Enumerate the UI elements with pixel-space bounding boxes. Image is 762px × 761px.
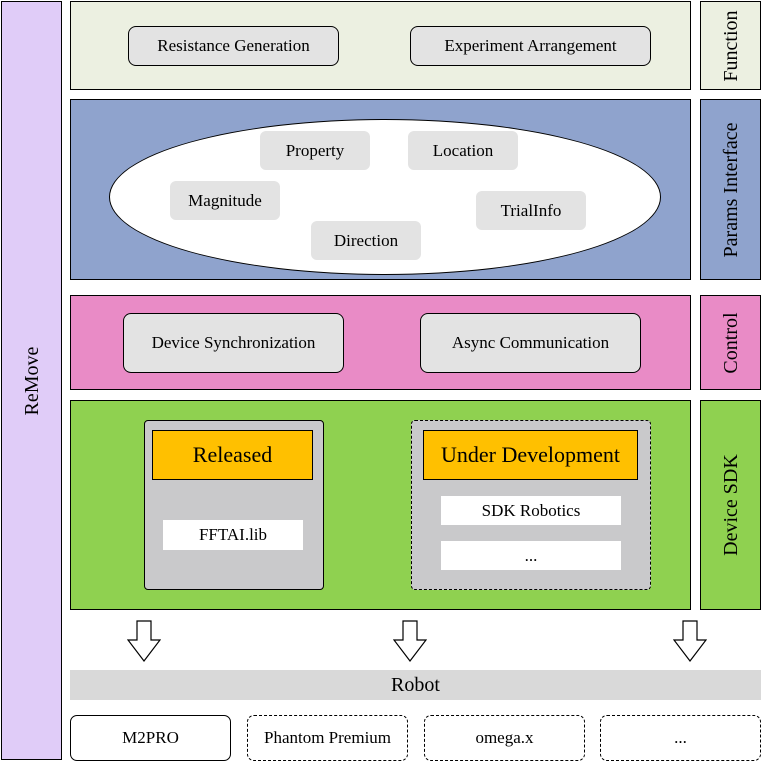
- lib-fftai: FFTAI.lib: [163, 520, 303, 550]
- function-label: Function: [719, 9, 742, 82]
- released-status: Released: [152, 430, 313, 480]
- param-location: Location: [408, 131, 518, 170]
- robot-phantom-premium: Phantom Premium: [247, 715, 408, 761]
- control-side-label: Control: [700, 295, 761, 390]
- robot-bar: Robot: [70, 670, 761, 700]
- lib-sdk-robotics: SDK Robotics: [441, 496, 621, 525]
- robot-m2pro: M2PRO: [70, 715, 231, 761]
- resistance-generation-module: Resistance Generation: [128, 26, 339, 66]
- lib-more: ...: [441, 541, 621, 570]
- down-arrow-icon: [127, 620, 161, 662]
- function-side-label: Function: [700, 1, 761, 90]
- remove-framework-bar: ReMove: [1, 1, 62, 760]
- robot-more: ...: [600, 715, 761, 761]
- param-property: Property: [260, 131, 370, 170]
- experiment-arrangement-module: Experiment Arrangement: [410, 26, 651, 66]
- down-arrow-icon: [393, 620, 427, 662]
- params-side-label: Params Interface: [700, 99, 761, 280]
- param-direction: Direction: [311, 221, 421, 260]
- device-sdk-label: Device SDK: [719, 454, 742, 556]
- robot-omega-x: omega.x: [424, 715, 585, 761]
- under-development-status: Under Development: [423, 430, 638, 480]
- remove-label: ReMove: [20, 346, 43, 415]
- down-arrow-icon: [673, 620, 707, 662]
- async-communication-module: Async Communication: [420, 313, 641, 373]
- device-sdk-side-label: Device SDK: [700, 400, 761, 610]
- param-magnitude: Magnitude: [170, 181, 280, 220]
- param-trialinfo: TrialInfo: [476, 191, 586, 230]
- control-label: Control: [719, 311, 742, 374]
- device-synchronization-module: Device Synchronization: [123, 313, 344, 373]
- params-label: Params Interface: [719, 122, 742, 257]
